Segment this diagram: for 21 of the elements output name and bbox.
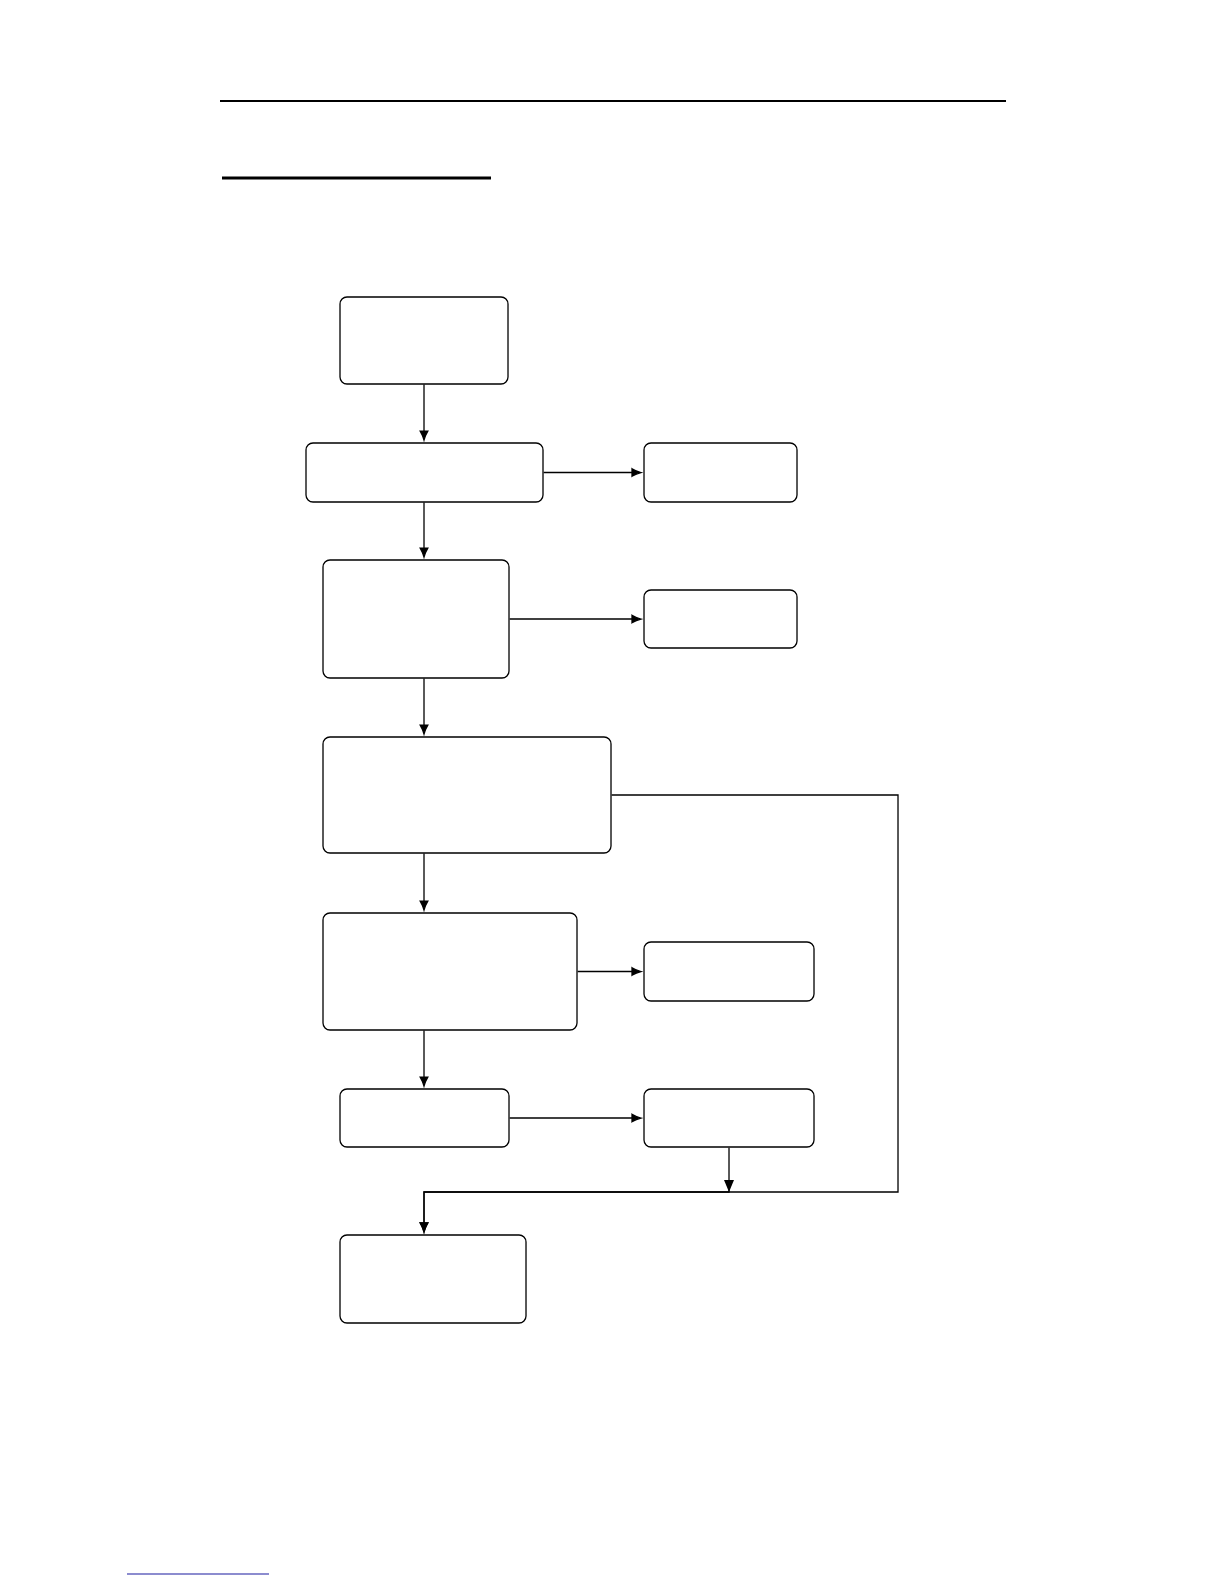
process-box (322, 912, 578, 1031)
arrow (419, 794, 899, 1233)
arrow (419, 852, 429, 911)
process-box (643, 1088, 815, 1148)
arrow (419, 501, 429, 558)
process-box (339, 1088, 510, 1148)
process-box (322, 736, 612, 854)
process-box (643, 941, 815, 1002)
process-box (643, 589, 798, 649)
process-box (339, 1234, 527, 1324)
arrow (577, 967, 642, 976)
process-box (339, 296, 509, 385)
arrow (419, 677, 429, 735)
arrow (419, 1029, 429, 1087)
arrow (509, 1113, 642, 1123)
arrow (543, 468, 642, 477)
process-box (322, 559, 510, 679)
arrow (419, 383, 429, 441)
arrow (509, 614, 642, 624)
process-box (643, 442, 798, 503)
process-box (305, 442, 544, 503)
